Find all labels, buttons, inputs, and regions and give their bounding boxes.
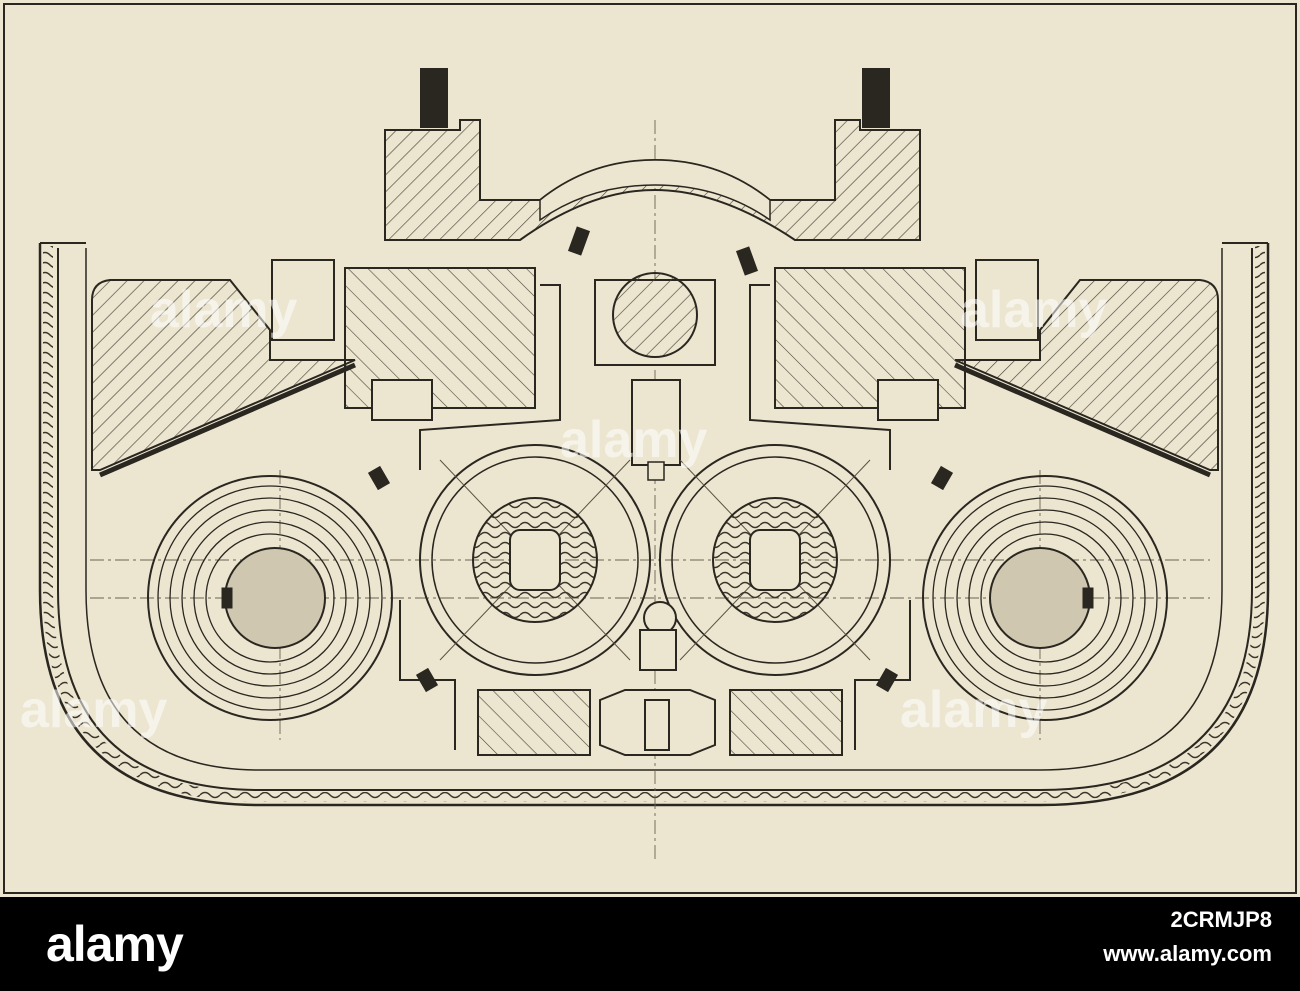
right-coil — [922, 475, 1168, 721]
brand-logo[interactable]: alamy — [46, 916, 184, 972]
left-gear-wheel — [419, 444, 651, 676]
center-pivot — [594, 272, 716, 481]
left-upper-block — [91, 259, 536, 478]
site-url-link[interactable]: www.alamy.com — [1103, 941, 1272, 966]
technical-drawing: alamy alamy alamy alamy alamy — [0, 0, 1300, 897]
left-stud — [420, 68, 448, 128]
outer-casing — [38, 242, 1270, 807]
right-bolt-block — [975, 259, 1039, 341]
top-bridge — [384, 68, 921, 241]
right-stud — [862, 68, 890, 128]
footer-bar: alamy 2CRMJP8 www.alamy.com — [0, 897, 1300, 991]
left-bolt-block — [271, 259, 335, 341]
lower-blocks — [477, 601, 843, 756]
right-gear-wheel — [659, 444, 891, 676]
frame-border — [3, 3, 1297, 894]
mechanism-cross-section — [3, 3, 1297, 894]
image-id: 2CRMJP8 — [1170, 907, 1272, 932]
right-upper-block — [774, 259, 1219, 478]
small-bolts — [367, 226, 954, 693]
left-coil — [147, 475, 393, 721]
